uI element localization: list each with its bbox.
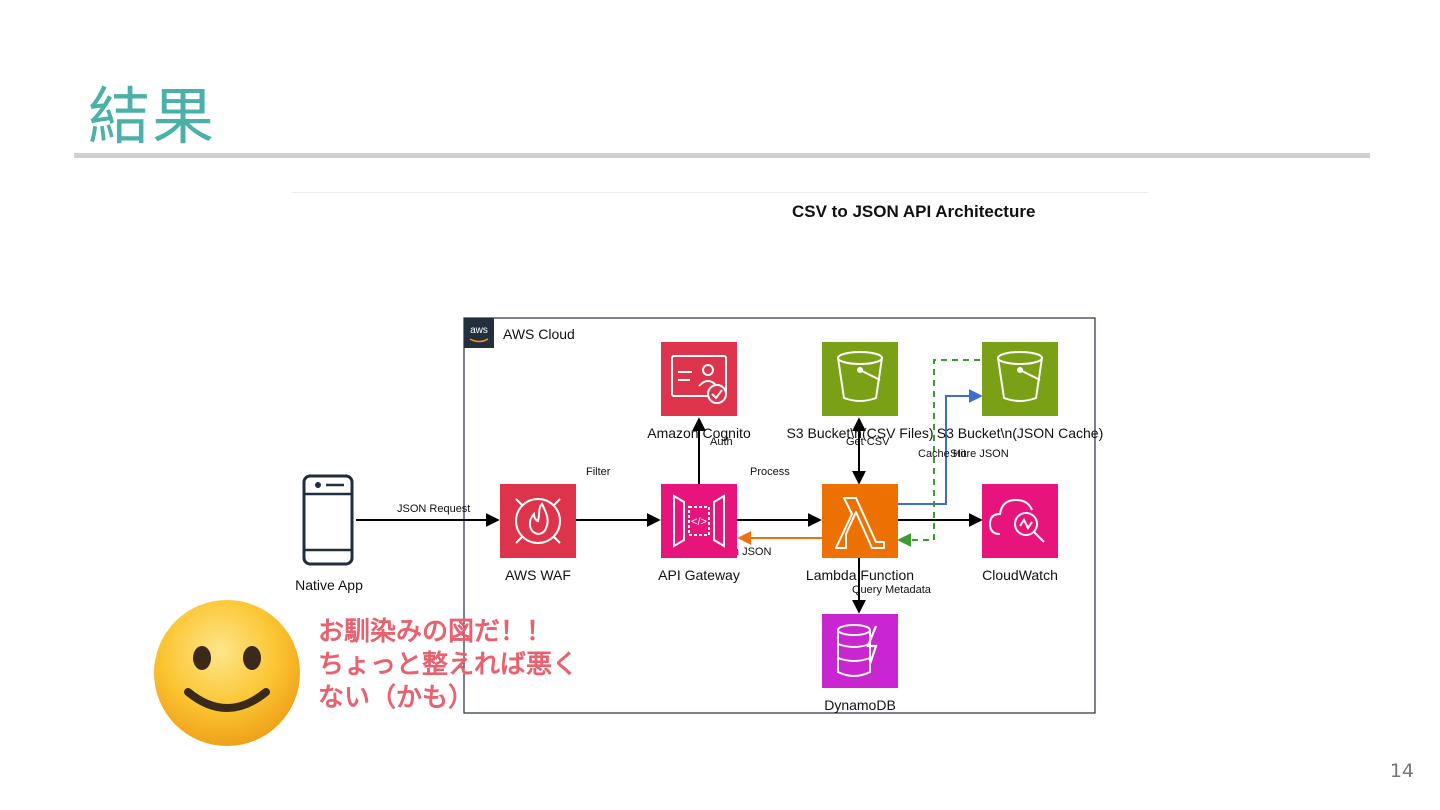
s3-csv-label: S3 Bucket\n(CSV Files)	[786, 425, 933, 441]
dynamodb-node: DynamoDB	[822, 614, 898, 713]
cognito-label: Amazon Cognito	[647, 425, 751, 441]
s3-bucket-icon	[997, 351, 1043, 402]
edges	[356, 359, 983, 614]
figure-top-border	[292, 192, 1148, 193]
label-cache-hit: Cache Hit	[918, 448, 966, 460]
page-number: 14	[1389, 760, 1414, 782]
waf-label: AWS WAF	[505, 567, 571, 583]
label-query-metadata: Query Metadata	[852, 584, 932, 596]
cloudwatch-node: CloudWatch	[982, 484, 1058, 583]
cognito-node: Amazon Cognito	[647, 342, 751, 441]
svg-text:</>: </>	[691, 516, 707, 528]
edge-cache-hit	[897, 359, 980, 547]
cloudwatch-icon	[988, 498, 1045, 543]
title-divider	[74, 153, 1370, 158]
native-app-label: Native App	[295, 577, 363, 593]
api-gateway-label: API Gateway	[658, 567, 740, 583]
native-app-node: Native App	[295, 474, 363, 593]
waf-node: AWS WAF	[500, 484, 576, 583]
dynamodb-label: DynamoDB	[824, 697, 896, 713]
label-json-request: JSON Request	[397, 503, 470, 515]
label-store-json: Store JSON	[950, 448, 1009, 460]
mobile-phone-icon	[302, 474, 354, 566]
api-gateway-icon: </>	[673, 494, 725, 548]
aws-cloud-group: aws AWS Cloud	[463, 317, 1096, 714]
waf-firewall-icon	[515, 498, 561, 544]
s3-json-node: S3 Bucket\n(JSON Cache)	[937, 342, 1104, 441]
lambda-node: Lambda Function	[806, 484, 914, 583]
label-auth: Auth	[710, 436, 733, 448]
lambda-label: Lambda Function	[806, 567, 914, 583]
s3-bucket-icon	[837, 351, 883, 402]
edge-store-json	[897, 389, 983, 505]
api-gateway-node: </> API Gateway	[658, 484, 740, 583]
label-process: Process	[750, 466, 790, 478]
lambda-icon	[835, 497, 885, 549]
label-filter: Filter	[586, 466, 611, 478]
aws-badge-text: aws	[470, 325, 488, 336]
comment-text: お馴染みの図だ！！ ちょっと整えれば悪く ない（かも）	[318, 617, 579, 713]
cloudwatch-label: CloudWatch	[982, 567, 1058, 583]
dynamodb-icon	[837, 624, 878, 677]
slide-title: 結果	[88, 80, 217, 153]
slightly-smiling-face-icon	[154, 600, 300, 746]
aws-cloud-label: AWS Cloud	[503, 326, 575, 342]
s3-csv-node: S3 Bucket\n(CSV Files)	[786, 342, 934, 441]
aws-logo-icon	[464, 318, 494, 348]
cognito-id-card-icon	[671, 355, 727, 404]
s3-json-label: S3 Bucket\n(JSON Cache)	[937, 425, 1104, 441]
label-get-csv: Get CSV	[846, 436, 890, 448]
diagram-title: CSV to JSON API Architecture	[792, 202, 1036, 221]
